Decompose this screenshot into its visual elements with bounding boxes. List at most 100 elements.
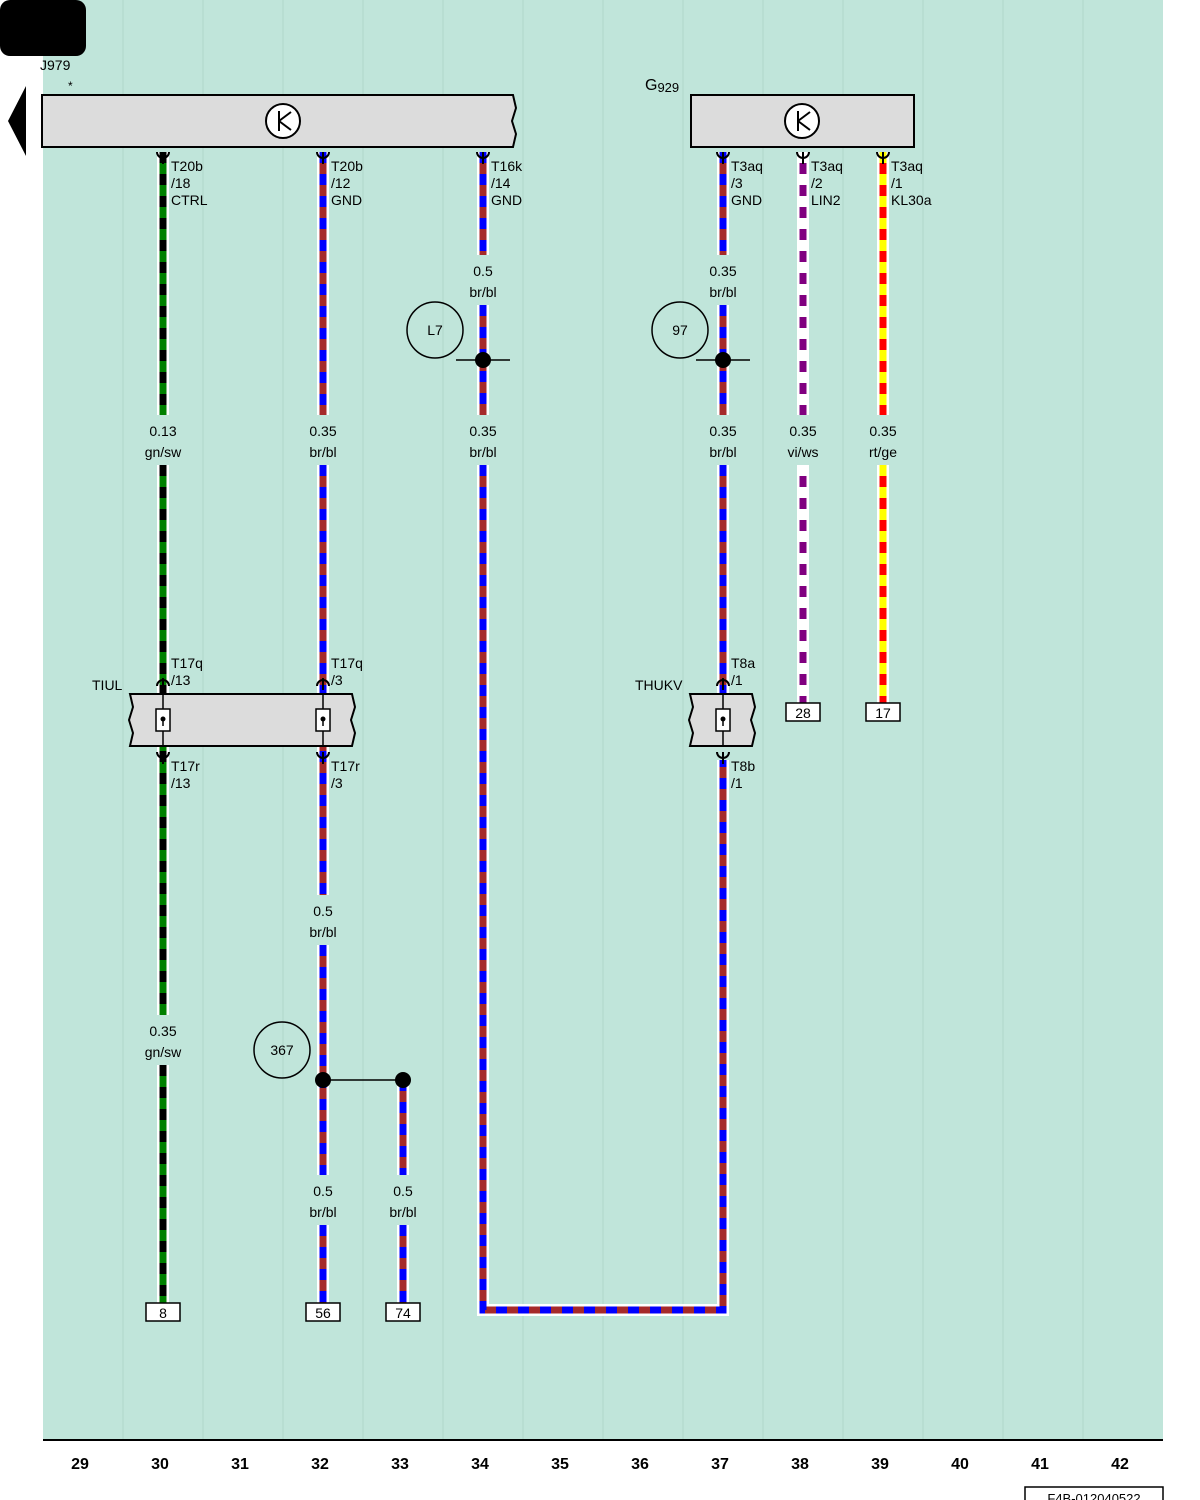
ground-point-label: L7	[427, 322, 443, 338]
transistor-icon	[784, 103, 820, 139]
contact-dot	[720, 716, 726, 722]
ground-point-label: 367	[270, 1042, 294, 1058]
pin-contact-icon	[716, 151, 730, 164]
wire-size-w37-top: 0.35	[709, 263, 736, 279]
track-number: 30	[151, 1456, 169, 1473]
pin-label-line: GND	[331, 192, 362, 208]
track-number: 33	[391, 1456, 409, 1473]
wire-color-w37-mid: br/bl	[709, 444, 736, 460]
reference-frame	[145, 1302, 181, 1322]
ground-point-circle	[253, 1021, 311, 1079]
pin-label-line: T20b	[331, 158, 363, 174]
tiul-label: TIUL	[92, 677, 123, 693]
pin-label-line: T17q	[331, 655, 363, 671]
pin-contact-icon	[156, 678, 170, 690]
splice-dot	[395, 1072, 411, 1088]
pin-label-tiul-t17q-3: T17q/3	[331, 655, 363, 688]
splice-dot	[475, 352, 491, 368]
wire-color-w30-lower: gn/sw	[145, 1044, 182, 1060]
track-number: 35	[551, 1456, 569, 1473]
wire-color-w37-top: br/bl	[709, 284, 736, 300]
pin-label-line: /18	[171, 175, 191, 191]
pin-label-line: GND	[731, 192, 762, 208]
wire-color-w34-top: br/bl	[469, 284, 496, 300]
wire-color-w30-upper: gn/sw	[145, 444, 182, 460]
ground-point-gp-l7: L7	[406, 301, 510, 368]
wire-size-w37-mid: 0.35	[709, 423, 736, 439]
pin-label-line: T17q	[171, 655, 203, 671]
wire-size-w32-bottom: 0.5	[313, 1183, 333, 1199]
pin-label-line: /2	[811, 175, 823, 191]
wire-color-w38: vi/ws	[787, 444, 818, 460]
pin-label-line: /12	[331, 175, 351, 191]
pin-contact-icon	[156, 151, 170, 164]
back-arrow-icon[interactable]	[8, 86, 26, 156]
reference-frame	[865, 702, 901, 722]
pin-contact-icon	[476, 151, 490, 164]
doc-id-box	[1024, 1486, 1164, 1500]
thukv-label: THUKV	[635, 677, 683, 693]
ground-point-gp-97: 97	[651, 301, 750, 368]
pin-label-line: /1	[731, 672, 743, 688]
reference-box-17: 17	[865, 702, 901, 722]
contact-dot	[320, 716, 326, 722]
pin-contact-icon	[716, 751, 730, 764]
pin-label-line: /3	[731, 175, 743, 191]
track-number: 38	[791, 1456, 809, 1473]
pin-label-line: /3	[331, 672, 343, 688]
reference-number: 17	[875, 705, 891, 721]
reference-box-74: 74	[385, 1302, 421, 1322]
reference-box-56: 56	[305, 1302, 341, 1322]
j979-note: *	[68, 79, 73, 93]
pin-label-line: T3aq	[891, 158, 923, 174]
pin-label-line: T8b	[731, 758, 755, 774]
wire-color-w34-mid: br/bl	[469, 444, 496, 460]
pin-label-line: /3	[331, 775, 343, 791]
pin-label-line: CTRL	[171, 192, 208, 208]
pin-label-line: T17r	[331, 758, 360, 774]
wire-size-w32-upper: 0.35	[309, 423, 336, 439]
pin-label-line: T17r	[171, 758, 200, 774]
ground-point-circle	[651, 301, 709, 359]
transistor-icon	[265, 103, 301, 139]
connector-contact-icon	[155, 708, 171, 732]
pin-label-line: /1	[891, 175, 903, 191]
doc-id: F4B-012040522	[1047, 1491, 1140, 1500]
pin-label-line: T16k	[491, 158, 523, 174]
pin-label-tiul-t17r-3: T17r/3	[331, 758, 360, 791]
wire-color-w32-upper: br/bl	[309, 444, 336, 460]
ground-point-label: 97	[672, 322, 688, 338]
corner-tab	[0, 0, 86, 56]
wire-size-w34-top: 0.5	[473, 263, 493, 279]
wire-size-w30-upper: 0.13	[149, 423, 176, 439]
pin-label-line: LIN2	[811, 192, 841, 208]
pin-contact-icon	[716, 678, 730, 690]
wire-color-w32-lower: br/bl	[309, 924, 336, 940]
pin-label-line: T8a	[731, 655, 755, 671]
pin-label-tiul-t17r-13: T17r/13	[171, 758, 200, 791]
wire-color-w39: rt/ge	[869, 444, 897, 460]
reference-box-8: 8	[145, 1302, 181, 1322]
track-number: 32	[311, 1456, 329, 1473]
pin-label-tiul-t17q-13: T17q/13	[171, 655, 203, 688]
track-number: 41	[1031, 1456, 1049, 1473]
track-number: 34	[471, 1456, 489, 1473]
wire-size-w39: 0.35	[869, 423, 896, 439]
track-number: 39	[871, 1456, 889, 1473]
reference-number: 56	[315, 1305, 331, 1321]
reference-frame	[385, 1302, 421, 1322]
pin-label-line: /13	[171, 775, 191, 791]
g929-label: G929	[645, 77, 679, 95]
pin-contact-icon	[156, 751, 170, 764]
wire-w34-37-stripe	[479, 465, 727, 1314]
track-number: 37	[711, 1456, 729, 1473]
pin-label-line: /13	[171, 672, 191, 688]
pin-label-thukv-t8b-1: T8b/1	[731, 758, 755, 791]
pin-label-line: /1	[731, 775, 743, 791]
